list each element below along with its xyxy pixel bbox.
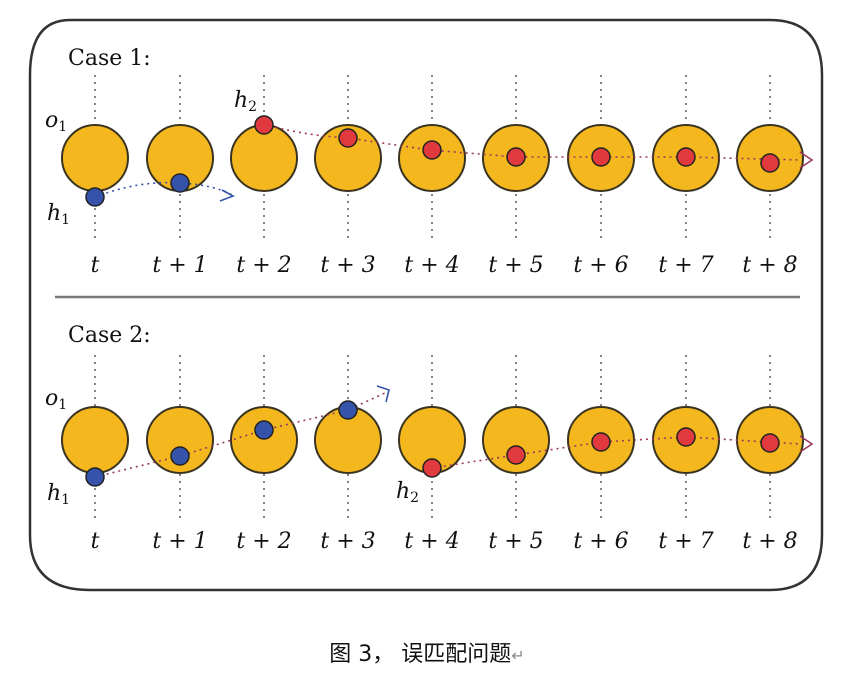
case-1-h1-label: h1 bbox=[47, 201, 70, 228]
case-2-panel: Case 2: o1 h1 h2 t t + 1 t + 2 t + 3 t + 4 t … bbox=[45, 323, 814, 554]
case-2-hypothesis-h1-t1 bbox=[170, 446, 190, 466]
case-1-h1-track bbox=[94, 181, 233, 198]
case-2-time-label-3: t + 3 bbox=[320, 529, 375, 554]
tracking-figure: Case 1: o1 h1 h2 t t + 1 t + 2 t + 3 t + 4 t … bbox=[28, 18, 824, 592]
case-2-time-label-5: t + 5 bbox=[488, 529, 543, 554]
case-1-object-label: o1 bbox=[45, 108, 67, 135]
case-2-time-label-6: t + 6 bbox=[573, 529, 628, 554]
case-2-object-o1-t5 bbox=[482, 406, 550, 474]
case-1-hypothesis-h1-t1 bbox=[170, 173, 190, 193]
case-1-time-label-5: t + 5 bbox=[488, 253, 543, 278]
case-1-hypothesis-h2-t5 bbox=[506, 147, 526, 167]
case-2-h2-track bbox=[431, 436, 801, 469]
case-2-hypothesis-h2-t5 bbox=[506, 445, 526, 465]
case-1-time-label-2: t + 2 bbox=[236, 253, 291, 278]
case-1-hypothesis-h2-t8 bbox=[760, 153, 780, 173]
case-1-time-label-8: t + 8 bbox=[742, 253, 797, 278]
case-1-title: Case 1: bbox=[68, 46, 151, 71]
case-2-object-o1-t0 bbox=[61, 406, 129, 474]
case-1-hypothesis-h2-t3 bbox=[338, 128, 358, 148]
case-1-time-label-4: t + 4 bbox=[404, 253, 459, 278]
case-2-hypothesis-h1-t3 bbox=[338, 400, 358, 420]
case-1-time-label-1: t + 1 bbox=[152, 253, 207, 278]
figure-caption: 图 3， 误匹配问题↵ bbox=[0, 636, 854, 668]
case-1-hypothesis-h2-t7 bbox=[676, 147, 696, 167]
case-2-time-label-1: t + 1 bbox=[152, 529, 207, 554]
case-2-hypothesis-h2-t7 bbox=[676, 427, 696, 447]
case-1-time-label-3: t + 3 bbox=[320, 253, 375, 278]
case-2-object-label: o1 bbox=[45, 386, 67, 413]
caption-text: 图 3， 误匹配问题 bbox=[329, 642, 512, 667]
case-2-h1-track-arrow bbox=[376, 385, 390, 403]
case-2-time-label-2: t + 2 bbox=[236, 529, 291, 554]
case-1-panel: Case 1: o1 h1 h2 t t + 1 t + 2 t + 3 t + 4 t … bbox=[45, 46, 814, 278]
figure-frame bbox=[28, 18, 824, 592]
case-2-hypothesis-h2-t4 bbox=[422, 458, 442, 478]
return-mark: ↵ bbox=[511, 646, 525, 665]
case-2-h1-label: h1 bbox=[47, 481, 70, 508]
case-2-hypothesis-h1-t2 bbox=[254, 420, 274, 440]
case-1-hypothesis-h2-t4 bbox=[422, 140, 442, 160]
case-2-title: Case 2: bbox=[68, 323, 151, 348]
case-2-hypothesis-h1-t0 bbox=[85, 467, 105, 487]
case-1-time-label-7: t + 7 bbox=[658, 253, 713, 278]
case-1-hypothesis-h1-t0 bbox=[85, 187, 105, 207]
case-1-time-label-6: t + 6 bbox=[573, 253, 628, 278]
case-2-h2-label: h2 bbox=[396, 479, 419, 506]
case-2-hypothesis-h2-t6 bbox=[591, 432, 611, 452]
case-2-h2-track-arrow bbox=[799, 435, 814, 453]
case-2-object-o1-t1 bbox=[146, 406, 214, 474]
case-2-hypothesis-h2-t8 bbox=[760, 433, 780, 453]
case-1-h1-track-arrow bbox=[219, 189, 235, 202]
case-2-time-label-8: t + 8 bbox=[742, 529, 797, 554]
case-1-time-label-0: t bbox=[91, 253, 100, 278]
case-1-object-o1-t3 bbox=[314, 124, 382, 192]
case-2-time-label-0: t bbox=[91, 529, 100, 554]
case-1-h2-label: h2 bbox=[234, 88, 257, 115]
case-1-hypothesis-h2-t6 bbox=[591, 147, 611, 167]
case-1-object-o1-t2 bbox=[230, 124, 298, 192]
case-1-object-o1-t0 bbox=[61, 124, 129, 192]
case-1-hypothesis-h2-t2 bbox=[254, 115, 274, 135]
case-2-time-label-4: t + 4 bbox=[404, 529, 459, 554]
case-1-h2-track-arrow bbox=[799, 151, 814, 169]
case-2-time-label-7: t + 7 bbox=[658, 529, 713, 554]
case-2-object-o1-t2 bbox=[230, 406, 298, 474]
